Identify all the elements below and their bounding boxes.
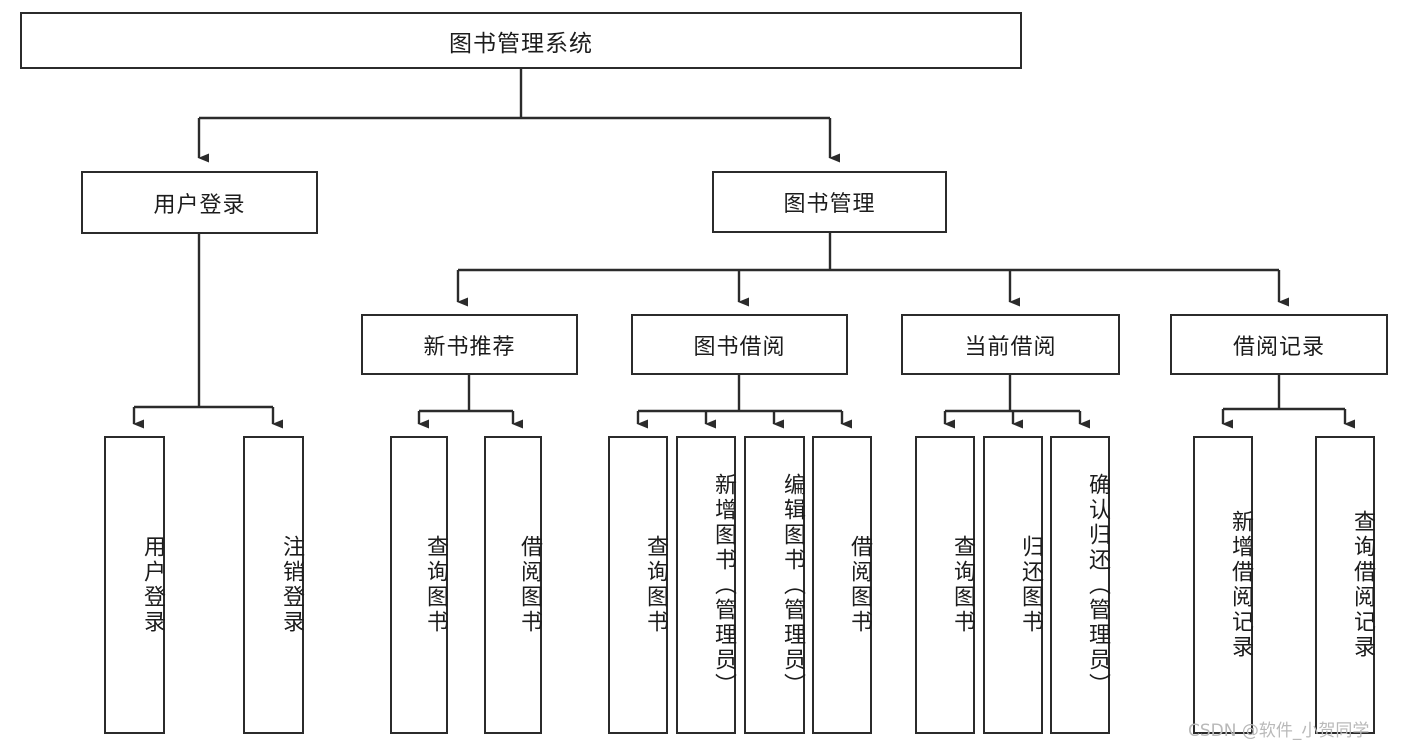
node-leaf-edit-book[interactable]: 编辑图书（管理员） (744, 436, 805, 734)
node-leaf-query-book-3[interactable]: 查询图书 (915, 436, 975, 734)
node-leaf-query-book-2-label: 查询图书 (643, 535, 668, 635)
node-leaf-user-logout-label: 注销登录 (279, 535, 304, 635)
node-leaf-return-book-label: 归还图书 (1018, 535, 1043, 635)
node-current-borrow-label: 当前借阅 (964, 334, 1057, 360)
csdn-watermark: CSDN @软件_小贺同学 (1188, 721, 1370, 741)
node-borrow-record[interactable]: 借阅记录 (1170, 314, 1388, 375)
node-current-borrow[interactable]: 当前借阅 (901, 314, 1120, 375)
node-leaf-confirm-return[interactable]: 确认归还（管理员） (1050, 436, 1110, 734)
node-leaf-user-login[interactable]: 用户登录 (104, 436, 165, 734)
node-book-manage-label: 图书管理 (783, 192, 876, 217)
node-leaf-borrow-book-2[interactable]: 借阅图书 (812, 436, 872, 734)
node-leaf-user-logout[interactable]: 注销登录 (243, 436, 304, 734)
node-leaf-add-record[interactable]: 新增借阅记录 (1193, 436, 1253, 734)
node-root-label: 图书管理系统 (449, 30, 593, 57)
node-root[interactable]: 图书管理系统 (20, 12, 1022, 69)
node-leaf-borrow-book-1[interactable]: 借阅图书 (484, 436, 542, 734)
node-leaf-confirm-return-label: 确认归还（管理员） (1085, 472, 1110, 698)
node-leaf-query-book-1[interactable]: 查询图书 (390, 436, 448, 734)
node-leaf-borrow-book-1-label: 借阅图书 (517, 535, 542, 635)
node-book-borrow[interactable]: 图书借阅 (631, 314, 848, 375)
node-leaf-query-book-3-label: 查询图书 (950, 535, 975, 635)
node-leaf-return-book[interactable]: 归还图书 (983, 436, 1043, 734)
node-leaf-query-record[interactable]: 查询借阅记录 (1315, 436, 1375, 734)
node-leaf-add-record-label: 新增借阅记录 (1228, 510, 1253, 660)
node-user-login[interactable]: 用户登录 (81, 171, 318, 234)
node-leaf-query-book-1-label: 查询图书 (423, 535, 448, 635)
node-new-book-rec-label: 新书推荐 (423, 334, 516, 360)
node-leaf-user-login-label: 用户登录 (140, 535, 165, 635)
node-new-book-rec[interactable]: 新书推荐 (361, 314, 578, 375)
node-leaf-borrow-book-2-label: 借阅图书 (847, 535, 872, 635)
node-user-login-label: 用户登录 (153, 192, 246, 218)
node-leaf-add-book-label: 新增图书（管理员） (711, 472, 736, 698)
node-book-borrow-label: 图书借阅 (693, 334, 786, 360)
node-leaf-add-book[interactable]: 新增图书（管理员） (676, 436, 736, 734)
node-leaf-query-record-label: 查询借阅记录 (1350, 510, 1375, 660)
node-borrow-record-label: 借阅记录 (1232, 334, 1325, 360)
node-leaf-query-book-2[interactable]: 查询图书 (608, 436, 668, 734)
node-book-manage[interactable]: 图书管理 (712, 171, 947, 233)
node-leaf-edit-book-label: 编辑图书（管理员） (780, 472, 805, 698)
